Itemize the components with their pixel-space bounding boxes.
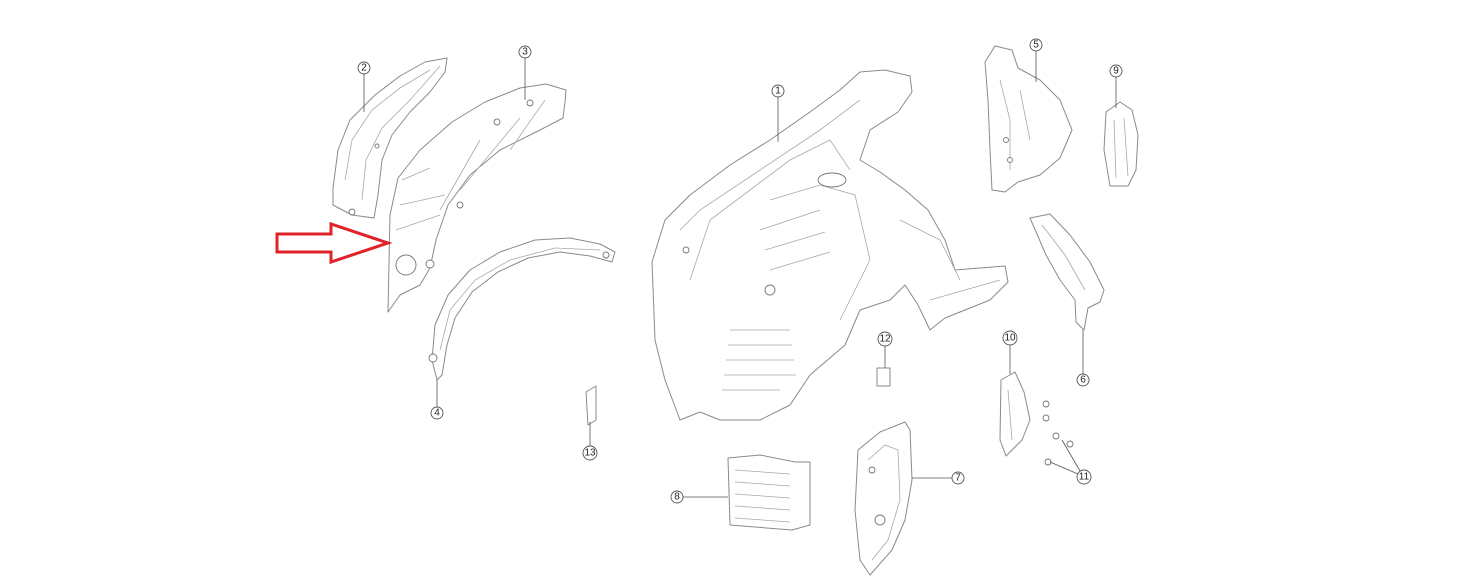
svg-text:7: 7 <box>955 473 961 484</box>
part-11 <box>1042 400 1074 466</box>
callout-2: 2 <box>357 61 371 75</box>
highlight-arrow <box>275 221 393 265</box>
svg-text:11: 11 <box>1079 472 1090 483</box>
callout-12: 12 <box>877 331 893 347</box>
part-3 <box>387 83 567 313</box>
svg-text:9: 9 <box>1113 66 1119 77</box>
part-4 <box>428 237 616 381</box>
part-12 <box>876 367 891 387</box>
part-7 <box>854 421 913 576</box>
part-8 <box>727 454 811 531</box>
callout-1: 1 <box>771 84 785 98</box>
callout-8: 8 <box>670 490 684 504</box>
callout-9: 9 <box>1109 64 1123 78</box>
part-10 <box>999 371 1031 457</box>
callout-7: 7 <box>951 471 965 485</box>
svg-text:2: 2 <box>361 63 367 74</box>
svg-text:12: 12 <box>879 334 891 345</box>
callout-3: 3 <box>518 45 532 59</box>
leader-lines <box>363 51 1117 498</box>
callout-13: 13 <box>582 445 598 461</box>
part-13 <box>585 385 597 426</box>
svg-text:5: 5 <box>1033 40 1039 51</box>
svg-text:4: 4 <box>434 408 440 419</box>
part-1 <box>651 69 1009 421</box>
svg-text:10: 10 <box>1004 333 1016 344</box>
svg-text:3: 3 <box>522 47 528 58</box>
part-2 <box>332 57 448 219</box>
svg-text:6: 6 <box>1080 375 1086 386</box>
svg-text:1: 1 <box>775 86 781 97</box>
svg-text:13: 13 <box>584 448 596 459</box>
callout-4: 4 <box>430 406 444 420</box>
callout-10: 10 <box>1002 330 1018 346</box>
callout-5: 5 <box>1029 38 1043 52</box>
part-6 <box>1029 213 1105 331</box>
callout-6: 6 <box>1076 373 1090 387</box>
callout-11: 11 <box>1076 469 1092 485</box>
svg-text:8: 8 <box>674 492 680 503</box>
part-9 <box>1103 101 1139 187</box>
part-5 <box>984 45 1073 193</box>
